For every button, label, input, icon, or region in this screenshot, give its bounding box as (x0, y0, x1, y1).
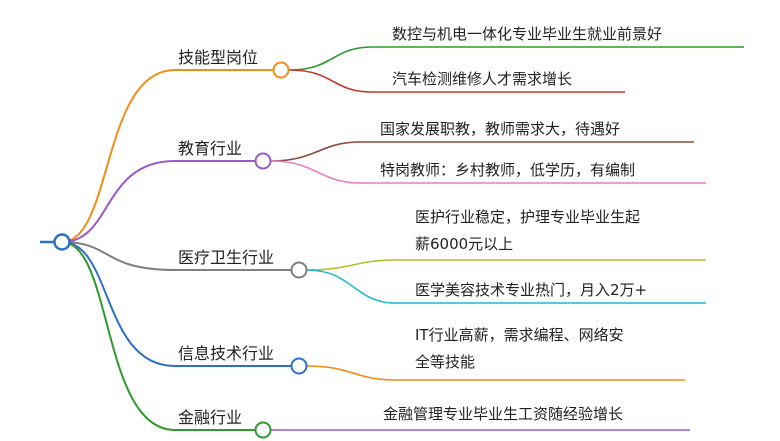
branch-1-leaf-2-connector (288, 69, 373, 93)
root-node[interactable] (53, 233, 71, 251)
branch-1-node[interactable] (272, 61, 290, 79)
branch-2-leaf-2-connector (270, 160, 361, 184)
branch-1-leaf-1-connector (288, 46, 373, 71)
branch-5-node[interactable] (254, 421, 272, 439)
branch-5-connector (61, 241, 176, 431)
branch-3-connector (61, 241, 176, 271)
branch-4-connector (61, 241, 176, 367)
branch-1-leaf-2-text-line-1: 汽车检测维修人才需求增长 (392, 70, 572, 88)
branch-4-label: 信息技术行业 (178, 344, 274, 363)
branch-3-leaf-2-connector (306, 269, 396, 304)
branch-2-leaf-1-connector (270, 141, 361, 162)
branch-2-node[interactable] (254, 152, 272, 170)
branch-5-leaf-1-text-line-1: 金融管理专业毕业生工资随经验增长 (383, 405, 623, 423)
branch-3-leaf-1-connector (306, 259, 396, 271)
branch-3-leaf-1-text-line-1: 医护行业稳定，护理专业毕业生起 (415, 208, 640, 226)
branch-4-node[interactable] (290, 357, 308, 375)
branch-1-connector (61, 69, 176, 243)
branch-3-leaf-1-text-line-2: 薪6000元以上 (415, 235, 513, 253)
branch-1-label: 技能型岗位 (178, 48, 258, 67)
branch-3-leaf-2-text-line-1: 医学美容技术专业热门，月入2万+ (415, 281, 647, 299)
branch-4-leaf-1-text-line-1: IT行业高薪，需求编程、网络安 (415, 326, 624, 344)
branch-2-label: 教育行业 (178, 139, 242, 158)
branch-2-leaf-1-text-line-1: 国家发展职教，教师需求大，待遇好 (380, 120, 620, 138)
branch-1-leaf-1-text-line-1: 数控与机电一体化专业毕业生就业前景好 (392, 25, 662, 43)
branch-4-leaf-1-text-line-2: 全等技能 (415, 353, 475, 371)
branch-5-label: 金融行业 (178, 408, 242, 427)
branch-3-label: 医疗卫生行业 (178, 248, 274, 267)
branch-2-leaf-2-text-line-1: 特岗教师：乡村教师，低学历，有编制 (380, 161, 635, 179)
branch-4-leaf-1-connector (306, 365, 396, 381)
branch-2-connector (61, 160, 176, 243)
branch-3-node[interactable] (290, 261, 308, 279)
